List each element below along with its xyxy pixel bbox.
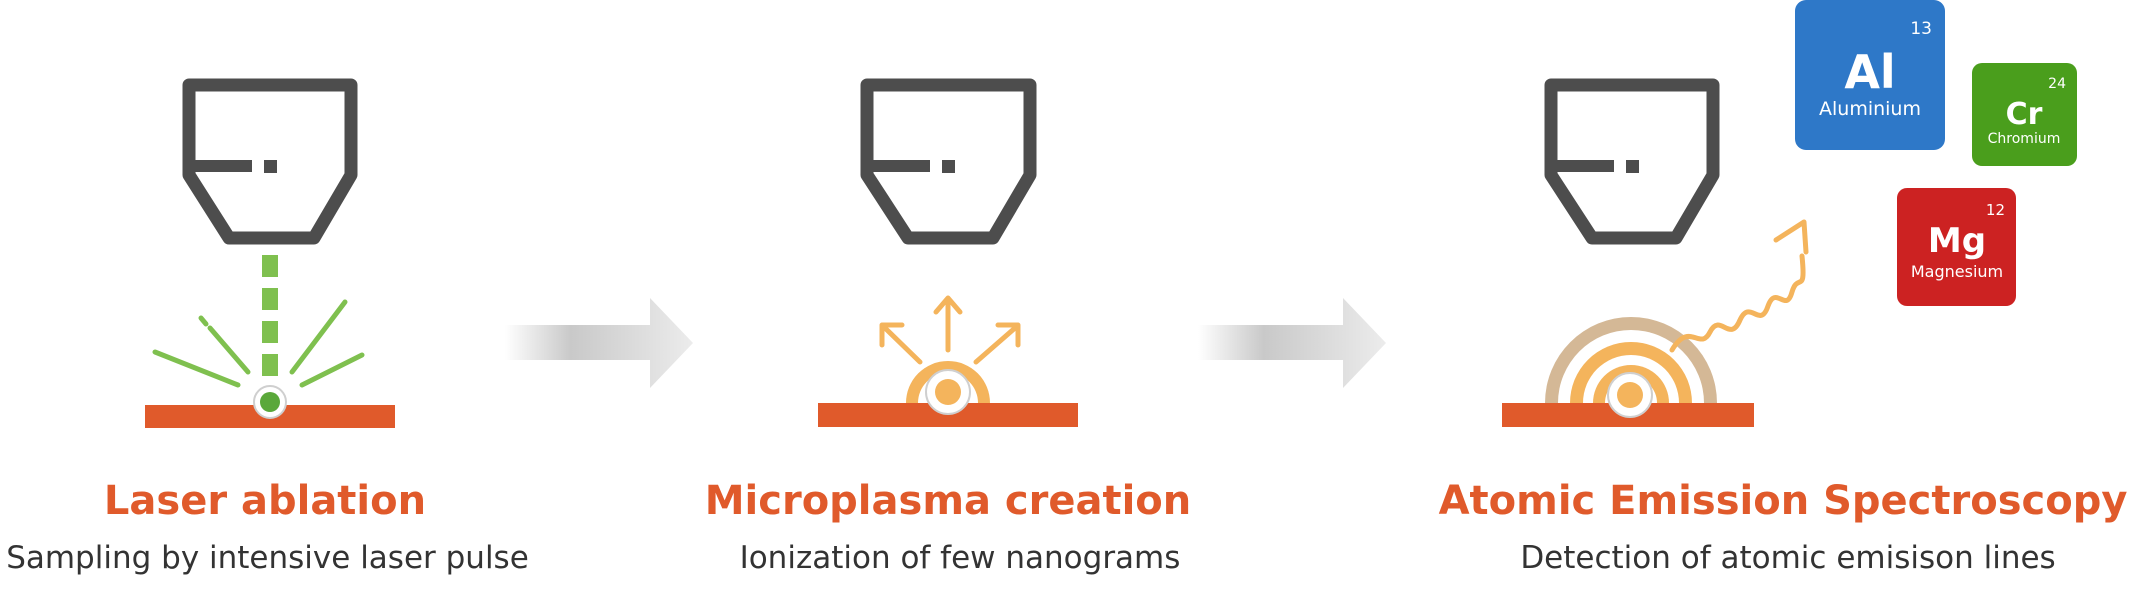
process-arrow-icon <box>505 298 693 388</box>
laser-head-icon <box>1544 78 1720 245</box>
step-subtitle-spectroscopy: Detection of atomic emisison lines <box>1520 540 2056 576</box>
step-spectroscopy-illustration <box>1502 78 1809 427</box>
laser-spark-icon <box>152 299 365 388</box>
laser-head-icon <box>860 78 1037 245</box>
step-subtitle-microplasma: Ionization of few nanograms <box>739 540 1181 576</box>
step-microplasma-illustration <box>818 78 1078 427</box>
plasma-icon <box>906 361 990 415</box>
emission-wave-icon <box>1669 219 1809 353</box>
ion-arrows-icon <box>879 295 1021 365</box>
step-title-spectroscopy: Atomic Emission Spectroscopy <box>1438 478 2128 524</box>
step-laser-ablation-illustration <box>145 78 395 428</box>
laser-head-icon <box>182 78 358 245</box>
process-arrow-icon <box>1198 298 1386 388</box>
step-title-microplasma: Microplasma creation <box>704 478 1192 524</box>
step-title-laser-ablation: Laser ablation <box>103 478 427 524</box>
step-subtitle-laser-ablation: Sampling by intensive laser pulse <box>6 540 529 576</box>
